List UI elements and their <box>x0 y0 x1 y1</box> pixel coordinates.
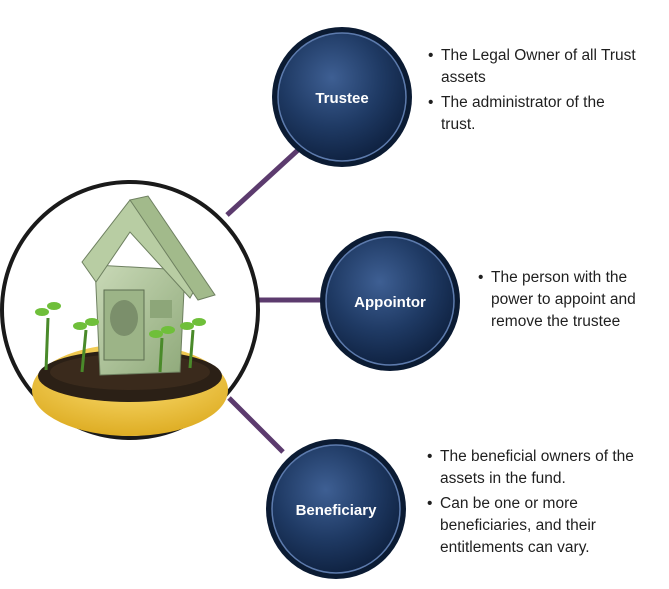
list-item: The beneficial owners of the assets in t… <box>427 446 657 490</box>
node-appointor: Appointor <box>320 231 460 371</box>
node-label-beneficiary: Beneficiary <box>296 502 378 519</box>
node-label-trustee: Trustee <box>315 90 368 107</box>
connector-trustee <box>225 148 300 217</box>
sprout-icon <box>35 302 206 373</box>
list-item: The Legal Owner of all Trust assets <box>428 45 638 89</box>
list-item: The administrator of the trust. <box>428 92 638 136</box>
node-label-appointor: Appointor <box>354 294 426 311</box>
appointor-bullet-list: The person with the power to appoint and… <box>478 267 663 336</box>
connector-beneficiary <box>227 396 285 454</box>
center-image <box>0 180 260 440</box>
list-item: The person with the power to appoint and… <box>478 267 663 333</box>
connectors <box>225 148 325 454</box>
node-trustee: Trustee <box>272 27 412 167</box>
list-item: Can be one or more beneficiaries, and th… <box>427 493 657 559</box>
node-beneficiary: Beneficiary <box>266 439 406 579</box>
trustee-bullet-list: The Legal Owner of all Trust assets The … <box>428 45 638 139</box>
beneficiary-bullet-list: The beneficial owners of the assets in t… <box>427 446 657 562</box>
